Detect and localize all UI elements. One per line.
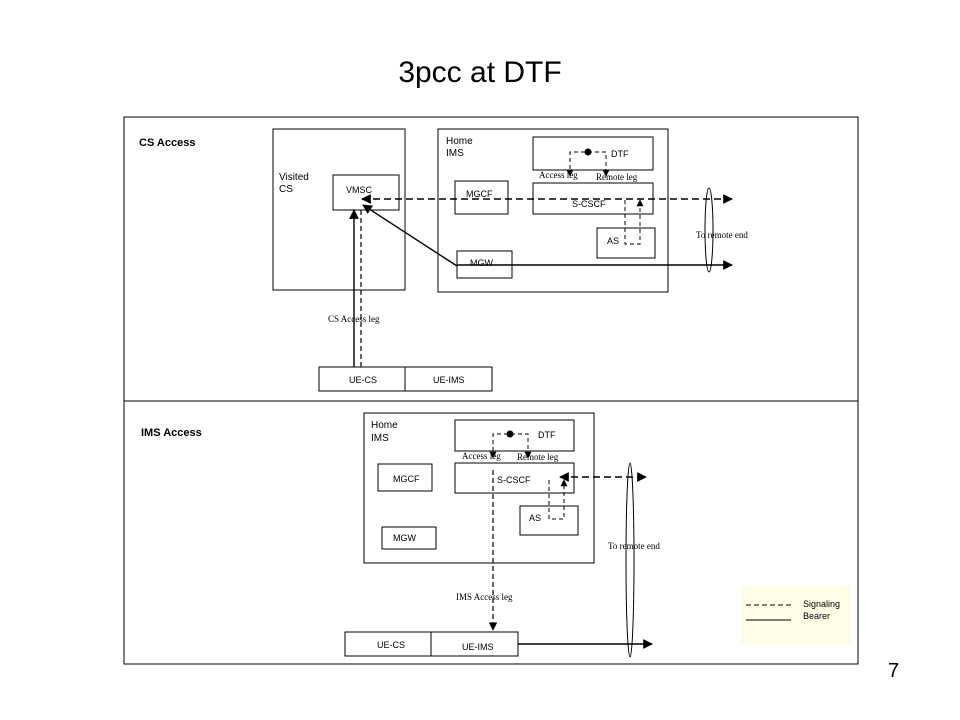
dtf-loop-cs [566,151,610,177]
as-node-ims [519,505,579,536]
ue-ims-label-cs: UE-IMS [433,375,465,385]
access-leg-label-ims: Access leg [462,451,501,461]
remote-end-ellipse-cs [704,187,714,273]
remote-leg-label-ims: Remote leg [517,452,559,462]
home-ims-box-cs [437,128,669,293]
vmsc-node [332,174,400,211]
visited-cs-box [272,128,406,291]
legend-box [741,586,851,644]
as-loop-cs [624,199,644,245]
mgw-label-cs: MGW [470,258,493,268]
home-ims-box-ims [363,412,595,564]
page-title: 3pcc at DTF [398,56,562,89]
ue-cs-label-cs: UE-CS [349,375,377,385]
mgcf-label-ims: MGCF [393,474,420,484]
legend: Signaling Bearer [741,586,851,644]
to-remote-end-label-ims: To remote end [608,541,660,551]
mgw-label-ims: MGW [393,533,416,543]
cs-bearer-diagonal [362,204,458,267]
dtf-node-ims [454,419,575,452]
remote-leg-label-cs: Remote leg [596,172,638,182]
ue-cs-label-ims: UE-CS [377,640,405,650]
mgcf-label-cs: MGCF [466,189,493,199]
diagram-frame [123,116,859,665]
mgw-node-ims [381,526,437,550]
dtf-junction-ims [506,430,514,438]
dtf-loop-ims [489,433,532,459]
ue-cs-node-cs [318,366,406,392]
page-number: 7 [888,660,900,682]
ue-cs-node-ims [344,631,432,657]
dtf-node-cs [532,136,654,171]
scscf-label-cs: S-CSCF [572,199,606,209]
access-leg-label-cs: Access leg [539,170,578,180]
to-remote-end-label-cs: To remote end [696,230,748,240]
legend-bearer-label: Bearer [803,611,830,621]
ue-ims-label-ims: UE-IMS [462,642,494,652]
remote-end-ellipse-ims [625,462,635,658]
ims-access-leg-label: IMS Access leg [456,592,513,602]
as-node-cs [596,227,656,259]
scscf-label-ims: S-CSCF [497,475,531,485]
as-loop-ims [548,479,568,520]
ims-access-title: IMS Access [141,427,202,439]
as-label-cs: AS [607,236,619,246]
dtf-label-ims: DTF [538,430,556,440]
ue-ims-node-ims [430,631,519,657]
cs-access-leg-label: CS Access leg [328,314,380,324]
dtf-label-cs: DTF [611,149,629,159]
ue-ims-node-cs [404,366,493,392]
mgcf-node-ims [377,463,433,492]
as-label-ims: AS [529,513,541,523]
scscf-node-ims [454,462,575,494]
legend-signaling-label: Signaling [803,599,840,609]
vmsc-label: VMSC [346,185,373,195]
cs-access-title: CS Access [139,137,195,149]
